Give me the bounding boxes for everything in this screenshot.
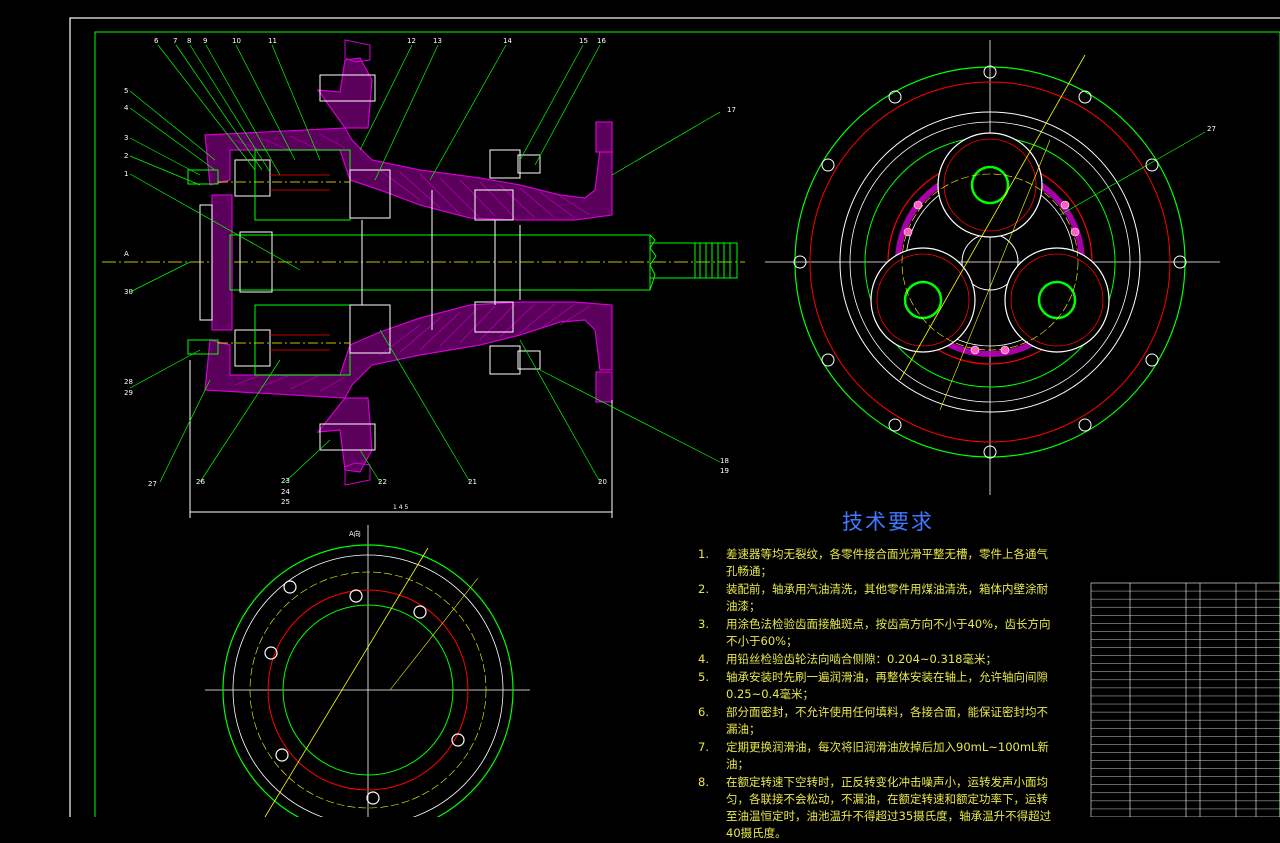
part-number: 27 [148, 480, 157, 488]
planetary-top-view: 27 [765, 40, 1220, 495]
drawing-frame [69, 17, 1280, 817]
part-number: 30 [124, 288, 133, 296]
part-number: 4 [124, 104, 129, 112]
requirement-item: 6. 部分面密封，不允许使用任何填料，各接合面，能保证密封均不漏油； [698, 704, 1058, 738]
part-number: 1 [124, 170, 128, 178]
part-number: 28 [124, 378, 133, 386]
requirement-item: 3. 用涂色法检验齿面接触斑点，按齿高方向不小于40%，齿长方向不小于60%； [698, 616, 1058, 650]
requirement-number: 3. [698, 617, 709, 631]
part-number: 10 [232, 37, 241, 45]
part-number: 17 [727, 106, 736, 114]
requirement-item: 7. 定期更换润滑油，每次将旧润滑油放掉后加入90mL~100mL新油； [698, 739, 1058, 773]
requirement-number: 5. [698, 670, 709, 684]
leader-lines [129, 44, 721, 483]
requirement-text: 用铅丝检验齿轮法向啮合侧隙：0.204~0.318毫米； [726, 652, 997, 666]
part-number: 27 [1207, 125, 1216, 133]
part-number: 3 [124, 134, 128, 142]
requirement-number: 1. [698, 547, 709, 561]
gear-teeth [218, 174, 350, 351]
section-view: 6 7 8 9 10 11 12 13 14 15 16 5 4 3 2 1 A… [102, 37, 745, 518]
flange-bottom-view: A向 [205, 525, 530, 817]
hatch-lines [234, 133, 591, 392]
requirement-number: 2. [698, 582, 709, 596]
view-label: A向 [349, 529, 361, 538]
part-number-labels: 6 7 8 9 10 11 12 13 14 15 16 5 4 3 2 1 A… [124, 37, 736, 511]
part-number: A [124, 250, 129, 258]
requirement-item: 2. 装配前，轴承用汽油清洗，其他零件用煤油清洗，箱体内壁涂耐油漆； [698, 581, 1058, 615]
part-number: 15 [579, 37, 588, 45]
requirement-number: 8. [698, 775, 709, 789]
part-number: 6 [154, 37, 159, 45]
requirement-text: 用涂色法检验齿面接触斑点，按齿高方向不小于40%，齿长方向不小于60%； [726, 617, 1051, 648]
bolt-holes [793, 65, 1187, 459]
part-number: 29 [124, 389, 133, 397]
part-number: 11 [268, 37, 277, 45]
dimension-label: 1 4 5 [393, 504, 408, 511]
part-number: 22 [378, 478, 387, 486]
part-number: 12 [407, 37, 416, 45]
part-number: 16 [597, 37, 606, 45]
section-outlines [187, 39, 738, 518]
requirement-item: 5. 轴承安装时先刷一遍润滑油，再整体安装在轴上，允许轴向间隙0.25~0.4毫米… [698, 669, 1058, 703]
part-number: 23 [281, 477, 290, 485]
technical-requirements: 技术要求 1.差速器等均无裂纹，各零件接合面光滑平整无槽，零件上各通气孔畅通； … [698, 506, 1058, 843]
requirement-text: 部分面密封，不允许使用任何填料，各接合面，能保证密封均不漏油； [726, 705, 1048, 736]
part-number: 24 [281, 488, 290, 496]
bom-rows [1091, 590, 1280, 810]
bom-table [1090, 582, 1280, 817]
requirement-number: 7. [698, 740, 709, 754]
requirement-number: 6. [698, 705, 709, 719]
requirement-item: 8. 在额定转速下空转时，正反转变化冲击噪声小，运转发声小面均匀，各联接不会松动，… [698, 774, 1058, 842]
cad-drawing: 6 7 8 9 10 11 12 13 14 15 16 5 4 3 2 1 A… [69, 17, 1280, 817]
requirement-item: 4. 用铅丝检验齿轮法向啮合侧隙：0.204~0.318毫米； [698, 651, 1058, 668]
part-number: 8 [187, 37, 191, 45]
part-number: 7 [173, 37, 177, 45]
part-number: 19 [720, 467, 729, 475]
flange-holes [264, 580, 465, 805]
requirement-text: 装配前，轴承用汽油清洗，其他零件用煤油清洗，箱体内壁涂耐油漆； [726, 582, 1048, 613]
requirement-text: 定期更换润滑油，每次将旧润滑油放掉后加入90mL~100mL新油； [726, 740, 1049, 771]
part-number: 13 [433, 37, 442, 45]
part-number: 20 [598, 478, 607, 486]
pin-holes [903, 200, 1080, 355]
tech-requirements-title: 技术要求 [842, 510, 934, 534]
housing-hatch [204, 57, 613, 473]
part-number: 2 [124, 152, 128, 160]
requirement-text: 在额定转速下空转时，正反转变化冲击噪声小，运转发声小面均匀，各联接不会松动，不漏… [726, 775, 1052, 840]
part-number: 21 [468, 478, 477, 486]
part-number: 25 [281, 498, 290, 506]
part-number: 26 [196, 478, 205, 486]
requirement-text: 差速器等均无裂纹，各零件接合面光滑平整无槽，零件上各通气孔畅通； [726, 547, 1048, 578]
part-number: 18 [720, 457, 729, 465]
part-number: 5 [124, 87, 128, 95]
requirement-text: 轴承安装时先刷一遍润滑油，再整体安装在轴上，允许轴向间隙0.25~0.4毫米； [726, 670, 1048, 701]
part-number: 14 [503, 37, 512, 45]
part-number: 9 [203, 37, 207, 45]
requirement-item: 1. 差速器等均无裂纹，各零件接合面光滑平整无槽，零件上各通气孔畅通； [698, 546, 1058, 580]
requirement-number: 4. [698, 652, 709, 666]
